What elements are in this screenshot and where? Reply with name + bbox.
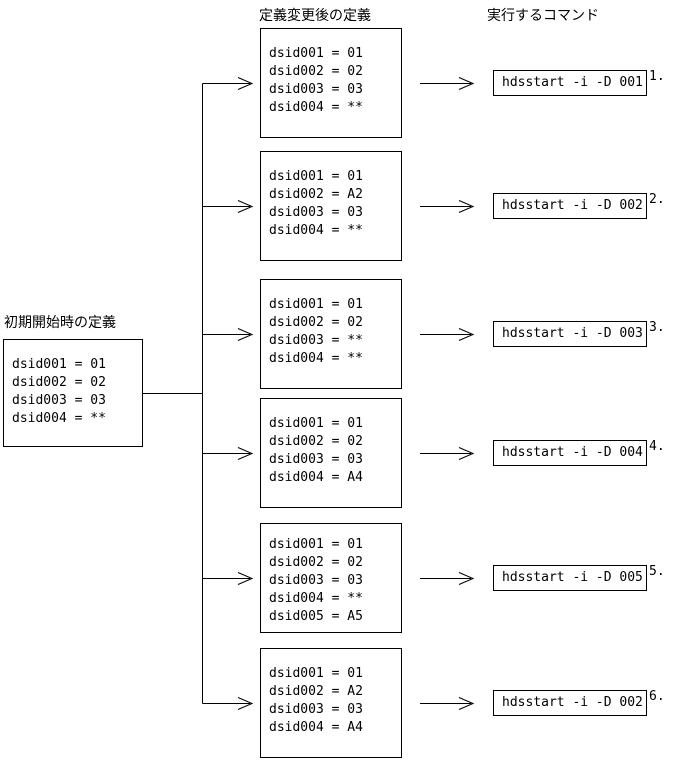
command-box-5: hdsstart -i -D 005 — [493, 565, 647, 591]
command-number: 5. — [649, 564, 665, 579]
definition-line: dsid002 = 02 — [269, 315, 363, 330]
initial-definition-box: dsid001 = 01 dsid002 = 02 dsid003 = 03 d… — [3, 339, 143, 447]
changed-definition-box-6: dsid001 = 01 dsid002 = A2 dsid003 = 03 d… — [260, 648, 402, 758]
branch-arrow-5 — [202, 572, 254, 585]
definition-line: dsid004 = A4 — [269, 720, 363, 735]
branch-arrow-4 — [202, 447, 254, 460]
command-text: hdsstart -i -D 002 — [502, 695, 643, 710]
definition-line: dsid001 = 01 — [269, 416, 363, 431]
definition-line: dsid004 = A4 — [269, 470, 363, 485]
definition-line: dsid001 = 01 — [269, 666, 363, 681]
definition-line: dsid003 = 03 — [269, 573, 363, 588]
definition-line: dsid001 = 01 — [269, 169, 363, 184]
definition-line: dsid001 = 01 — [269, 537, 363, 552]
definition-line: dsid002 = 02 — [269, 555, 363, 570]
command-text: hdsstart -i -D 004 — [502, 445, 643, 460]
changed-definition-box-4: dsid001 = 01 dsid002 = 02 dsid003 = 03 d… — [260, 398, 402, 508]
command-box-4: hdsstart -i -D 004 — [493, 440, 647, 466]
branch-arrow-3 — [202, 328, 254, 341]
definition-line: dsid004 = ** — [12, 411, 106, 426]
changed-definition-box-3: dsid001 = 01 dsid002 = 02 dsid003 = ** d… — [260, 279, 402, 389]
definition-line: dsid003 = ** — [269, 333, 363, 348]
definition-line: dsid005 = A5 — [269, 609, 363, 624]
changed-definition-box-5: dsid001 = 01 dsid002 = 02 dsid003 = 03 d… — [260, 523, 402, 633]
command-arrow-2 — [420, 200, 475, 213]
definition-line: dsid002 = A2 — [269, 187, 363, 202]
command-arrow-6 — [420, 697, 475, 710]
definition-line: dsid002 = A2 — [269, 684, 363, 699]
command-box-1: hdsstart -i -D 001 — [493, 70, 647, 96]
changed-definition-title: 定義変更後の定義 — [259, 7, 371, 23]
definition-line: dsid004 = ** — [269, 351, 363, 366]
command-number: 6. — [649, 689, 665, 704]
definition-line: dsid003 = 03 — [269, 205, 363, 220]
command-box-6: hdsstart -i -D 002 — [493, 690, 647, 716]
changed-definition-box-2: dsid001 = 01 dsid002 = A2 dsid003 = 03 d… — [260, 151, 402, 261]
definition-line: dsid003 = 03 — [269, 702, 363, 717]
command-number: 3. — [649, 320, 665, 335]
command-box-2: hdsstart -i -D 002 — [493, 193, 647, 219]
definition-line: dsid001 = 01 — [12, 357, 106, 372]
definition-line: dsid003 = 03 — [12, 393, 106, 408]
command-text: hdsstart -i -D 001 — [502, 75, 643, 90]
definition-line: dsid004 = ** — [269, 591, 363, 606]
branch-arrow-6 — [202, 697, 254, 710]
branch-arrow-1 — [202, 77, 254, 90]
definition-line: dsid003 = 03 — [269, 452, 363, 467]
definition-line: dsid003 = 03 — [269, 82, 363, 97]
command-arrow-5 — [420, 572, 475, 585]
command-text: hdsstart -i -D 003 — [502, 326, 643, 341]
command-arrow-4 — [420, 447, 475, 460]
branch-arrow-2 — [202, 200, 254, 213]
command-column-title: 実行するコマンド — [487, 7, 599, 23]
command-box-3: hdsstart -i -D 003 — [493, 321, 647, 347]
definition-line: dsid004 = ** — [269, 223, 363, 238]
command-number: 1. — [649, 69, 665, 84]
command-number: 4. — [649, 439, 665, 454]
command-text: hdsstart -i -D 002 — [502, 198, 643, 213]
definition-line: dsid001 = 01 — [269, 46, 363, 61]
command-arrow-3 — [420, 328, 475, 341]
definition-line: dsid002 = 02 — [12, 375, 106, 390]
command-arrow-1 — [420, 77, 475, 90]
definition-line: dsid002 = 02 — [269, 434, 363, 449]
changed-definition-box-1: dsid001 = 01 dsid002 = 02 dsid003 = 03 d… — [260, 28, 402, 138]
definition-line: dsid002 = 02 — [269, 64, 363, 79]
definition-line: dsid001 = 01 — [269, 297, 363, 312]
command-text: hdsstart -i -D 005 — [502, 570, 643, 585]
initial-definition-title: 初期開始時の定義 — [4, 314, 116, 330]
command-number: 2. — [649, 192, 665, 207]
definition-line: dsid004 = ** — [269, 100, 363, 115]
